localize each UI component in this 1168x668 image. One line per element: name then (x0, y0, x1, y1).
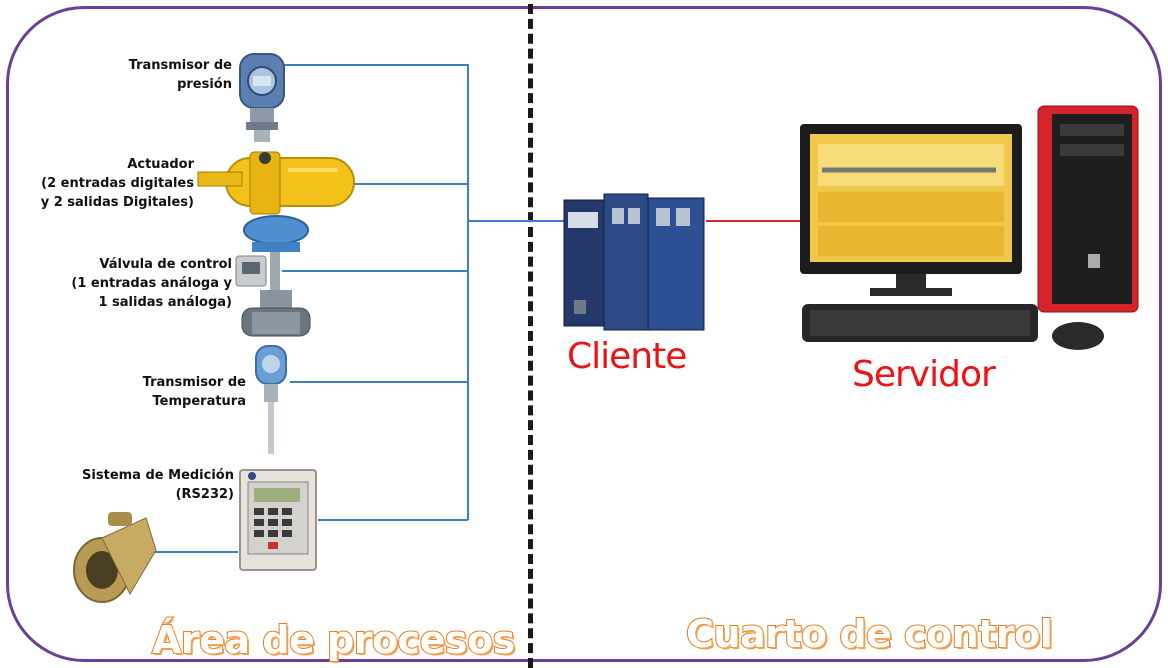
label-measurement-system: Sistema de Medición (RS232) (82, 468, 234, 502)
wire-bus-to-client (468, 220, 566, 222)
wire-measurement (318, 519, 468, 521)
label-pressure-transmitter: Transmisor de presión (128, 58, 232, 92)
wire-flowmeter (150, 551, 238, 553)
wire-valve (282, 270, 468, 272)
zone-divider (528, 4, 533, 668)
client-label: Cliente (567, 336, 687, 377)
actuator-icon (197, 151, 355, 215)
wire-actuator (355, 183, 468, 185)
diagram-frame (6, 6, 1162, 662)
flowmeter-icon (73, 512, 157, 603)
plc-controller-icon (563, 193, 705, 331)
pressure-transmitter-icon (239, 53, 285, 142)
control-valve-icon (235, 215, 311, 337)
server-label: Servidor (852, 354, 996, 395)
wire-client-to-server (706, 220, 806, 222)
wire-temperature (290, 381, 468, 383)
label-temperature-transmitter: Transmisor de Temperatura (142, 375, 246, 409)
zone-title-control: Cuarto de control (685, 611, 1054, 657)
measurement-system-icon (239, 469, 317, 571)
zone-title-process: Área de procesos (151, 617, 516, 663)
temperature-transmitter-icon (255, 345, 287, 454)
bus-line-vertical (467, 64, 469, 520)
label-control-valve: Válvula de control (1 entradas análoga y… (71, 257, 232, 310)
wire-pressure (280, 64, 468, 66)
label-actuator: Actuador (2 entradas digitales y 2 salid… (40, 157, 194, 210)
server-computer-icon (800, 105, 1139, 350)
